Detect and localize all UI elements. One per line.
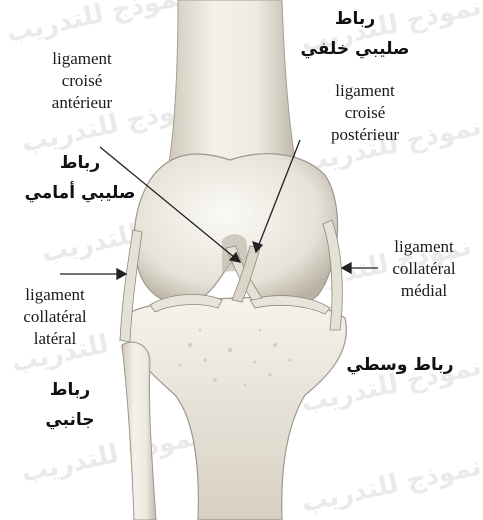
acl-label-ar: رباط صليبي أمامي (10, 148, 150, 208)
lcl-label-fr: ligament collatéral latéral (0, 284, 110, 350)
mcl-label-ar: رباط وسطي (340, 350, 460, 380)
femur-condyles (134, 154, 337, 307)
femur-shaft (168, 0, 296, 170)
mcl-label-fr: ligament collatéral médial (368, 236, 480, 302)
pcl-label-fr: ligament croisé postérieur (300, 80, 430, 146)
tibia (125, 298, 347, 520)
lcl-label-ar: رباط جانبي (20, 375, 120, 435)
pcl-label-ar: رباط صليبي خلفي (290, 4, 420, 64)
acl-label-fr: ligament croisé antérieur (22, 48, 142, 114)
